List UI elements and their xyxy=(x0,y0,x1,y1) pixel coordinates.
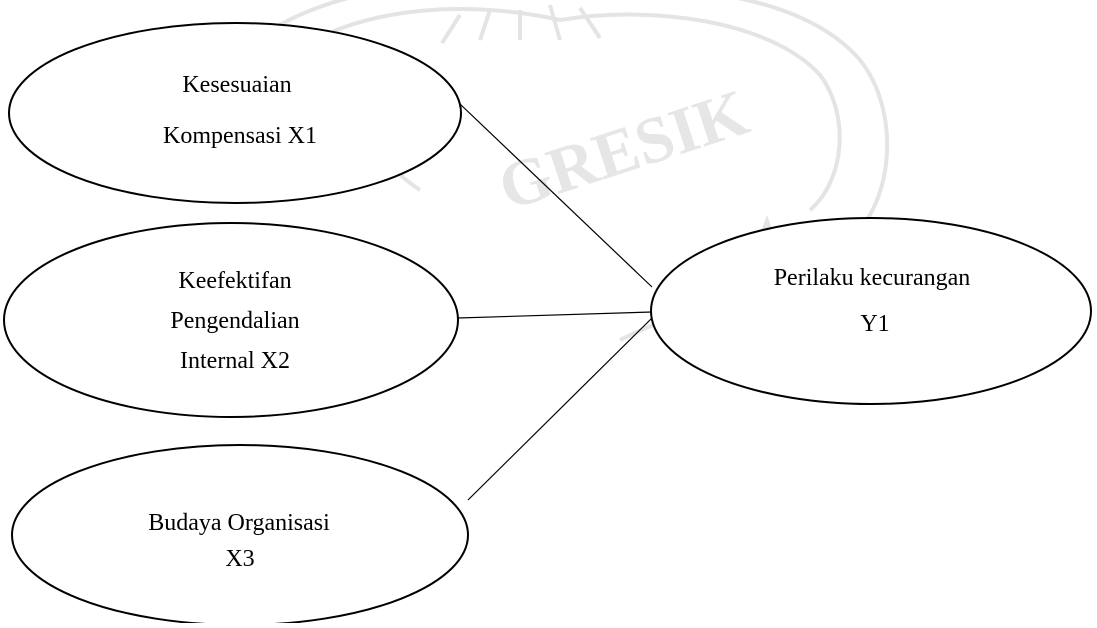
node-x2-ellipse xyxy=(3,222,459,418)
node-x2: Keefektifan Pengendalian Internal X2 xyxy=(3,222,459,418)
node-x1-ellipse xyxy=(8,22,462,204)
node-x1: Kesesuaian Kompensasi X1 xyxy=(8,22,462,204)
node-x2-label-line2: Pengendalian xyxy=(170,308,299,334)
node-x1-label-line2: Kompensasi X1 xyxy=(163,123,317,149)
diagram-edges xyxy=(457,103,653,501)
node-y1-label-line2: Y1 xyxy=(860,311,889,337)
watermark-text: GRESIK xyxy=(490,76,757,225)
edge-x1-y1 xyxy=(459,103,653,288)
node-x1-label-line1: Kesesuaian xyxy=(182,72,291,98)
node-y1-label-line1: Perilaku kecurangan xyxy=(774,265,971,291)
node-x3-label-line1: Budaya Organisasi xyxy=(148,510,330,536)
node-x2-label-line1: Keefektifan xyxy=(178,268,291,294)
edge-x2-y1 xyxy=(457,311,653,319)
node-y1: Perilaku kecurangan Y1 xyxy=(650,217,1092,405)
node-y1-ellipse xyxy=(650,217,1092,405)
watermark-rays xyxy=(440,4,602,45)
node-x3-label-line2: X3 xyxy=(225,546,254,572)
node-x2-label-line3: Internal X2 xyxy=(180,348,290,374)
node-x3: Budaya Organisasi X3 xyxy=(11,444,469,626)
watermark-shield-inner xyxy=(288,7,842,212)
edge-x3-y1 xyxy=(467,317,653,501)
